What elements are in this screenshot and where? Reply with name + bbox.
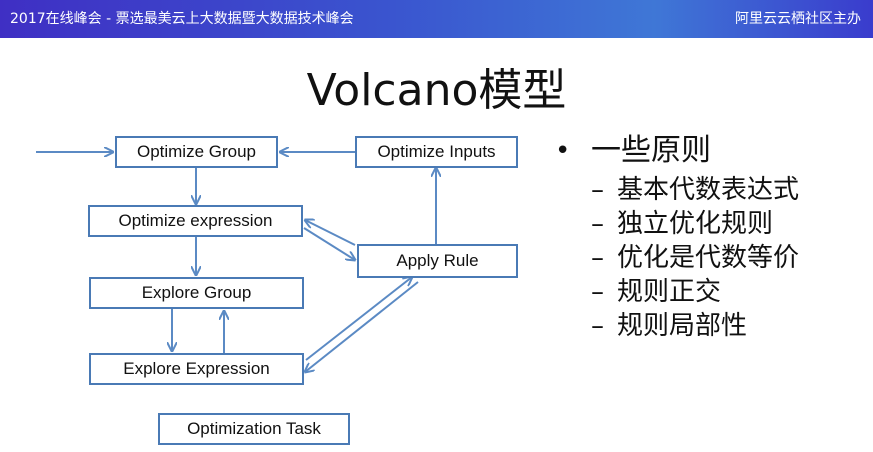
sub-bullet-dash: – — [591, 311, 604, 341]
arrow-explore-expression-to-apply — [305, 277, 412, 361]
arrow-expression-to-apply — [303, 227, 355, 260]
sub-bullet-dash: – — [591, 175, 604, 205]
node-apply-rule: Apply Rule — [357, 244, 518, 278]
arrow-apply-to-expression — [305, 220, 356, 246]
node-optimize-inputs: Optimize Inputs — [355, 136, 518, 168]
sub-bullet: – 规则正交 — [555, 277, 813, 308]
sub-bullet-text: 规则正交 — [617, 277, 722, 307]
sub-bullet-dash: – — [591, 243, 604, 273]
sub-bullet: – 基本代数表达式 — [555, 175, 813, 206]
sub-bullet-text: 独立优化规则 — [617, 209, 774, 239]
slide-title: Volcano模型 — [306, 65, 567, 116]
sub-bullet-text: 基本代数表达式 — [617, 175, 800, 205]
sub-bullet: – 规则局部性 — [555, 311, 813, 342]
sub-bullet: – 优化是代数等价 — [555, 243, 813, 274]
top-banner: 2017在线峰会 - 票选最美云上大数据暨大数据技术峰会 阿里云云栖社区主办 — [0, 0, 873, 38]
sub-bullet-text: 优化是代数等价 — [617, 243, 800, 273]
sub-bullet-dash: – — [591, 277, 604, 307]
node-explore-expression: Explore Expression — [89, 353, 304, 385]
bullet-main: • 一些原则 — [555, 130, 865, 172]
sub-bullet-text: 规则局部性 — [617, 311, 748, 341]
principles-list: • 一些原则 – 基本代数表达式 – 独立优化规则 – 优化是代数等价 – 规则… — [555, 130, 865, 342]
legend-optimization-task: Optimization Task — [158, 413, 350, 445]
event-title: 2017在线峰会 - 票选最美云上大数据暨大数据技术峰会 — [10, 11, 354, 27]
node-explore-group: Explore Group — [89, 277, 304, 309]
bullet-main-text: 一些原则 — [591, 133, 711, 168]
organizer-text: 阿里云云栖社区主办 — [735, 11, 861, 27]
bullet-dot: • — [555, 136, 571, 166]
node-optimize-group: Optimize Group — [115, 136, 278, 168]
sub-bullet-dash: – — [591, 209, 604, 239]
sub-bullet: – 独立优化规则 — [555, 209, 813, 240]
arrow-apply-to-explore-expression — [305, 281, 419, 372]
node-optimize-expression: Optimize expression — [88, 205, 303, 237]
